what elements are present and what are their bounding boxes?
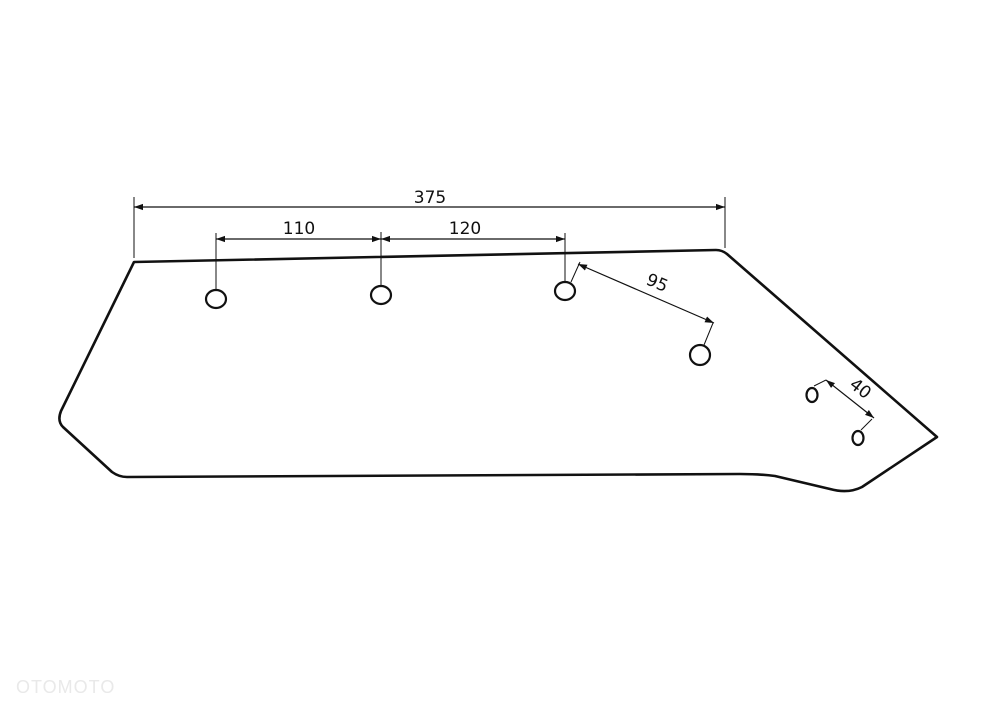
dimension-label-110: 110 <box>283 219 315 239</box>
extension-line-hole4-diag <box>703 322 714 346</box>
watermark-text: OTOMOTO <box>16 677 115 697</box>
dimension-label-overall: 375 <box>414 188 446 208</box>
dimension-label-95: 95 <box>643 270 671 297</box>
mounting-hole-2 <box>369 284 393 306</box>
mounting-hole-1 <box>204 288 228 310</box>
mounting-hole-5 <box>805 386 819 404</box>
part-outline <box>58 248 939 493</box>
dimension-label-120: 120 <box>449 219 481 239</box>
dimension-line-95 <box>577 263 715 324</box>
extension-line-hole3-diag <box>570 261 581 283</box>
extension-line-hole6-diag <box>860 418 873 431</box>
extension-line-hole5-diag <box>813 379 827 387</box>
dimension-line-40 <box>825 379 875 419</box>
mounting-hole-4 <box>688 343 712 367</box>
mounting-hole-6 <box>851 429 865 447</box>
mounting-hole-3 <box>553 280 577 302</box>
